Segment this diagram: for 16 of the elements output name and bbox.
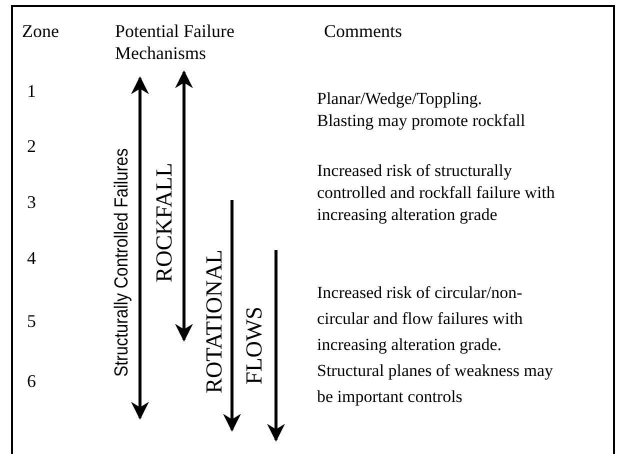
mechanism-label: FLOWS xyxy=(242,306,266,384)
comment-text: Increased risk of circular/non-circular and flow failures with increasing alteration grade. Structural planes of weakness may be important controls xyxy=(317,282,554,408)
zone-number: 1 xyxy=(27,80,37,102)
zone-number: 6 xyxy=(27,370,37,392)
mechanism-label: ROTATIONAL xyxy=(202,249,226,393)
column-header: Zone xyxy=(22,20,60,42)
column-header: Potential Failure Mechanisms xyxy=(115,20,236,64)
zone-number: 4 xyxy=(27,247,37,269)
comment-text: Increased risk of structurally controlled and rockfall failure with increasing alteration grade xyxy=(317,160,556,226)
mechanism-label: Structurally Controlled Failures xyxy=(112,148,132,376)
mechanism-label: ROCKFALL xyxy=(152,162,176,282)
zone-number: 3 xyxy=(27,191,37,213)
zone-number: 2 xyxy=(27,135,37,157)
zone-number: 5 xyxy=(27,310,37,332)
column-header: Comments xyxy=(324,20,404,42)
comment-text: Planar/Wedge/Toppling. Blasting may promote rockfall xyxy=(317,88,526,132)
